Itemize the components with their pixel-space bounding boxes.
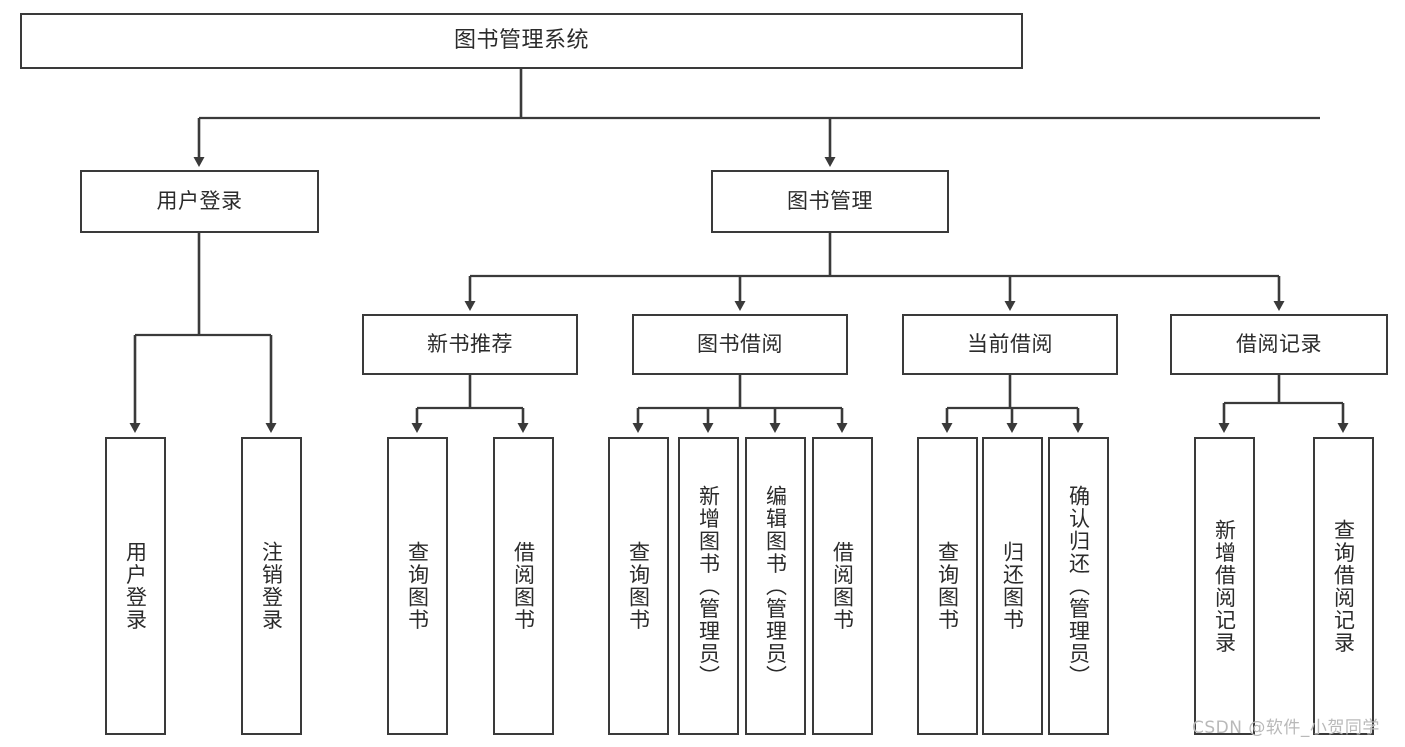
node-leaf-query-book-3-label: 查询图书: [935, 541, 960, 631]
node-leaf-confirm-return[interactable]: 确认归还（管理员）: [1048, 437, 1109, 735]
node-borrow-record[interactable]: 借阅记录: [1170, 314, 1388, 375]
node-leaf-query-book-3[interactable]: 查询图书: [917, 437, 978, 735]
node-leaf-query-book-2[interactable]: 查询图书: [608, 437, 669, 735]
node-leaf-add-record-label: 新增借阅记录: [1212, 518, 1237, 654]
node-leaf-edit-book[interactable]: 编辑图书（管理员）: [745, 437, 806, 735]
node-leaf-add-record[interactable]: 新增借阅记录: [1194, 437, 1255, 735]
node-leaf-logout[interactable]: 注销登录: [241, 437, 302, 735]
node-current-borrow[interactable]: 当前借阅: [902, 314, 1118, 375]
node-borrow-record-label: 借阅记录: [1236, 332, 1322, 357]
node-leaf-logout-label: 注销登录: [259, 541, 284, 631]
node-leaf-query-book-2-label: 查询图书: [626, 541, 651, 631]
node-leaf-return-book-label: 归还图书: [1000, 541, 1025, 631]
node-book-borrow[interactable]: 图书借阅: [632, 314, 848, 375]
node-leaf-borrow-book-2-label: 借阅图书: [830, 541, 855, 631]
node-leaf-query-book-1[interactable]: 查询图书: [387, 437, 448, 735]
node-new-book-recommend-label: 新书推荐: [427, 332, 513, 357]
node-leaf-query-record[interactable]: 查询借阅记录: [1313, 437, 1374, 735]
csdn-watermark: CSDN @软件_小贺同学: [1192, 718, 1380, 738]
node-root-label: 图书管理系统: [453, 28, 589, 54]
node-leaf-query-record-label: 查询借阅记录: [1331, 518, 1356, 654]
node-leaf-edit-book-label: 编辑图书（管理员）: [763, 484, 788, 688]
node-book-borrow-label: 图书借阅: [697, 332, 783, 357]
node-user-login-label: 用户登录: [156, 189, 243, 214]
node-leaf-borrow-book-1[interactable]: 借阅图书: [493, 437, 554, 735]
node-book-manage-label: 图书管理: [787, 189, 873, 214]
node-root[interactable]: 图书管理系统: [20, 13, 1023, 69]
node-leaf-query-book-1-label: 查询图书: [405, 541, 430, 631]
node-current-borrow-label: 当前借阅: [967, 332, 1053, 357]
node-book-manage[interactable]: 图书管理: [711, 170, 949, 233]
node-leaf-user-login-label: 用户登录: [123, 541, 148, 631]
node-leaf-add-book[interactable]: 新增图书（管理员）: [678, 437, 739, 735]
node-leaf-borrow-book-1-label: 借阅图书: [511, 541, 536, 631]
node-leaf-confirm-return-label: 确认归还（管理员）: [1066, 484, 1091, 688]
node-leaf-borrow-book-2[interactable]: 借阅图书: [812, 437, 873, 735]
node-new-book-recommend[interactable]: 新书推荐: [362, 314, 578, 375]
node-leaf-user-login[interactable]: 用户登录: [105, 437, 166, 735]
node-user-login[interactable]: 用户登录: [80, 170, 319, 233]
node-leaf-add-book-label: 新增图书（管理员）: [696, 484, 721, 688]
node-leaf-return-book[interactable]: 归还图书: [982, 437, 1043, 735]
